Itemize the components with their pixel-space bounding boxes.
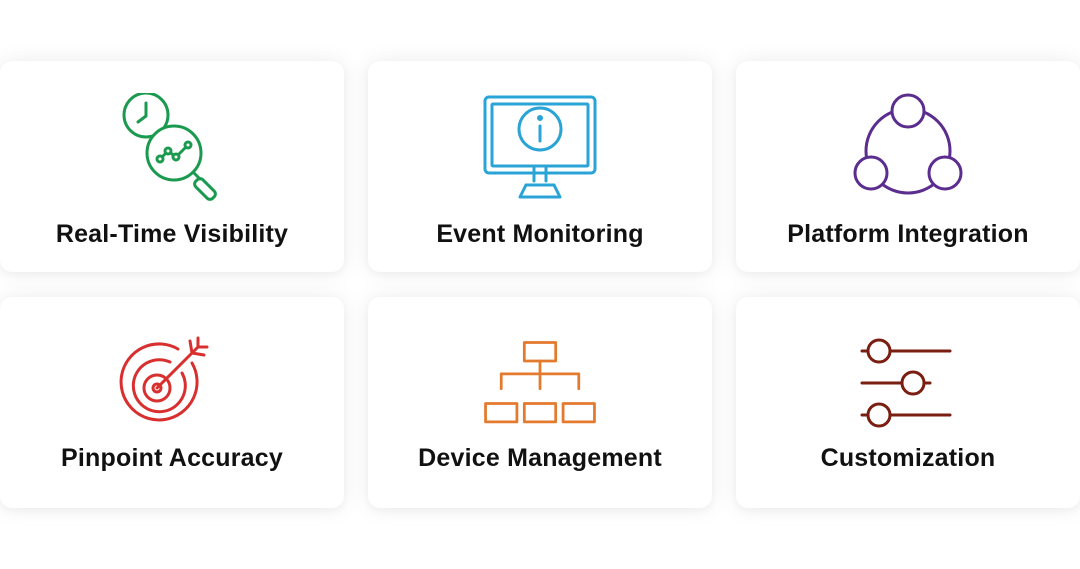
card-label: Real-Time Visibility — [55, 220, 289, 248]
monitor-info-icon — [483, 95, 597, 199]
card-label: Customization — [820, 444, 996, 472]
feature-card-event-monitoring: Event Monitoring — [368, 61, 712, 272]
feature-card-pinpoint-accuracy: Pinpoint Accuracy — [0, 297, 344, 508]
connected-nodes-icon — [853, 93, 963, 195]
sliders-icon — [860, 338, 952, 428]
card-label: Pinpoint Accuracy — [61, 444, 283, 472]
clock-magnifier-icon — [122, 93, 217, 201]
feature-card-device-management: Device Management — [368, 297, 712, 508]
card-label: Device Management — [418, 444, 662, 472]
card-label: Platform Integration — [787, 220, 1029, 248]
feature-card-real-time-visibility: Real-Time Visibility — [0, 61, 344, 272]
feature-card-platform-integration: Platform Integration — [736, 61, 1080, 272]
hierarchy-chart-icon — [484, 341, 596, 424]
card-label: Event Monitoring — [436, 220, 644, 248]
feature-card-customization: Customization — [736, 297, 1080, 508]
target-arrow-icon — [119, 336, 209, 422]
